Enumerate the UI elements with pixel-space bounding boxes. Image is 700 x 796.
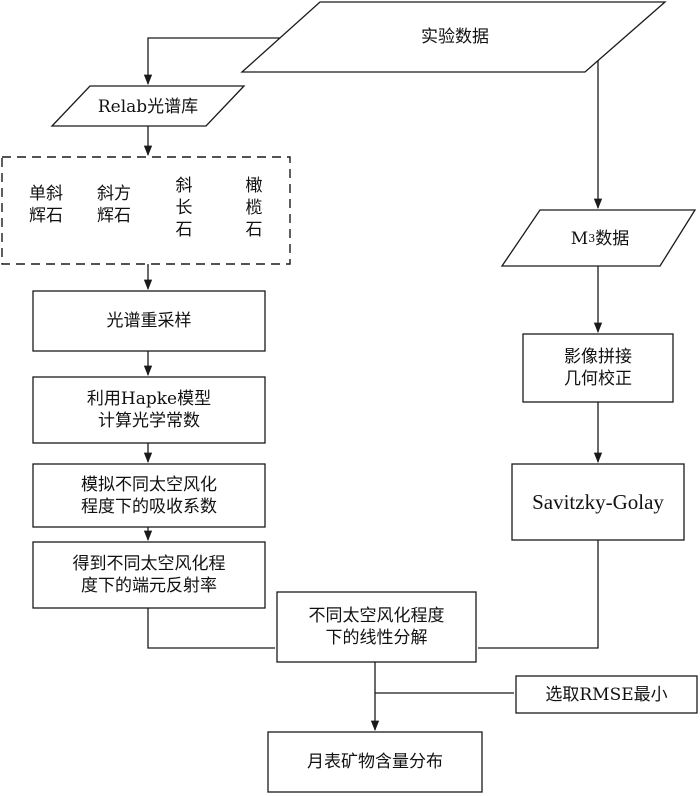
node-mineral-abundance xyxy=(267,731,483,793)
edge-sg-to-unmixing xyxy=(478,540,599,649)
node-m3-data xyxy=(500,209,697,267)
node-spectral-resampling xyxy=(32,290,266,352)
endmember-reflectance-label: 得到不同太空风化程 度下的端元反射率 xyxy=(72,554,226,596)
mineral-olivine-label: 橄 榄 石 xyxy=(245,176,263,240)
node-select-rmse xyxy=(515,675,698,714)
node-relab-library xyxy=(50,85,246,127)
node-mosaic-correction xyxy=(522,333,674,403)
mineral-orthopyroxene-label: 斜方 辉石 xyxy=(97,184,131,226)
node-linear-unmixing xyxy=(276,591,477,663)
node-minerals-group xyxy=(1,156,291,265)
mosaic-correction-label: 影像拼接 几何校正 xyxy=(564,347,632,389)
node-absorption-coefficients xyxy=(32,463,266,528)
hapke-optical-constants-label: 利用Hapke模型 计算光学常数 xyxy=(86,389,212,431)
spectral-resampling-label: 光谱重采样 xyxy=(106,311,192,331)
absorption-coefficients-label: 模拟不同太空风化 程度下的吸收系数 xyxy=(81,474,217,517)
mineral-clinopyroxene-label: 单斜 辉石 xyxy=(29,184,63,226)
mineral-abundance-label: 月表矿物含量分布 xyxy=(307,752,443,772)
linear-unmixing-label: 不同太空风化程度 下的线性分解 xyxy=(308,606,445,648)
edge-experiment-to-relab xyxy=(143,37,300,86)
edge-endmember-to-unmixing xyxy=(147,608,275,649)
m3-data-suffix: 数据 xyxy=(595,229,630,249)
experiment-data-label: 实验数据 xyxy=(421,27,489,47)
node-hapke-model xyxy=(32,376,266,444)
relab-library-label: Relab光谱库 xyxy=(97,97,199,117)
m3-data-prefix: M xyxy=(570,229,589,249)
node-experiment-data xyxy=(240,1,667,73)
select-rmse-label: 选取RMSE最小 xyxy=(545,684,668,705)
node-savitzky-golay xyxy=(511,463,685,541)
savitzky-golay-label: Savitzky-Golay xyxy=(532,490,664,514)
mineral-plagioclase-label: 斜 长 石 xyxy=(175,176,193,240)
node-endmember-reflectance xyxy=(32,541,266,609)
